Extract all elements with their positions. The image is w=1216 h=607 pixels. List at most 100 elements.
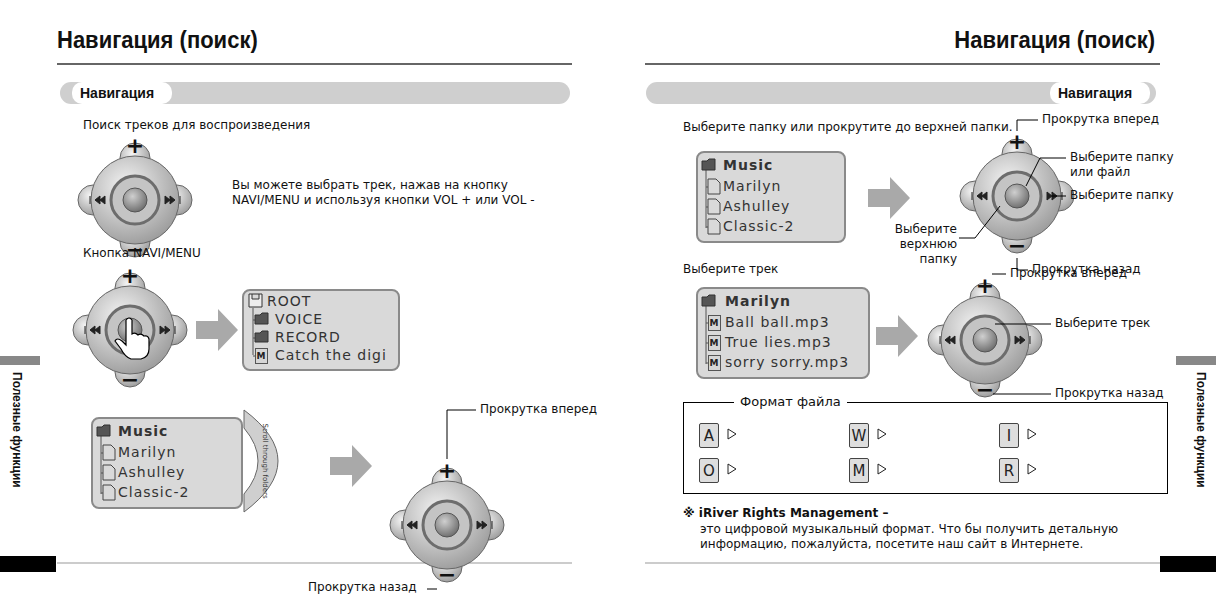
screen-line: Marilyn (723, 178, 781, 195)
next-symbol (160, 326, 175, 334)
screen-line: Music (723, 157, 773, 174)
leader-line (1052, 196, 1066, 197)
node-text: A (700, 424, 718, 447)
flow-arrow (196, 309, 238, 351)
play-triangle (728, 464, 736, 474)
note-heading: ※ iRiver Rights Management – (683, 506, 888, 521)
leader-label: Прокрутка вперед (480, 402, 597, 417)
control-pad (86, 286, 174, 374)
play-triangle (1028, 429, 1036, 439)
drawing (101, 436, 102, 494)
lcd-frame (697, 288, 869, 378)
lcd-screen: ROOTVOICERECORDCatch the digiM (243, 290, 399, 370)
pad-knob (123, 188, 147, 212)
section-tab: Навигация (1050, 82, 1150, 104)
pad-ring (423, 501, 471, 549)
leader-label: Выберите папку (1070, 188, 1174, 203)
flow-arrow (330, 445, 372, 487)
side-tab (0, 356, 40, 365)
file-icon (708, 219, 720, 234)
side-tab-text: Полезные функции (1193, 372, 1208, 488)
node-text: M (709, 316, 720, 330)
file-icon (103, 465, 115, 480)
drawing (706, 170, 707, 228)
pad-knob (1005, 184, 1029, 208)
folder-icon (255, 313, 268, 324)
file-icon: M (708, 315, 721, 331)
step-caption: Выберите трек (683, 262, 778, 277)
play-triangle (878, 429, 886, 439)
lcd-frame (243, 290, 399, 370)
button-minus: − (120, 370, 140, 390)
button-plus: + (125, 136, 145, 156)
instruction-text: Выберите папку или прокрутите до верхней… (683, 120, 1013, 135)
screen-line: Ashulley (723, 198, 790, 215)
pad-ring (961, 316, 1009, 364)
next-symbol (165, 196, 180, 204)
note-text: это цифровой музыкальный формат. Что бы … (700, 522, 1150, 552)
file-icon (708, 199, 720, 214)
play-triangle (728, 429, 736, 439)
node-text: I (1000, 424, 1018, 447)
leader-label: Прокрутка вперед (1042, 112, 1159, 127)
lcd-screen: MarilynBall ball.mp3True lies.mp3sorry s… (697, 288, 869, 378)
format-icon: O (699, 458, 719, 483)
pad-knob (973, 328, 997, 352)
leader-line (995, 324, 1051, 325)
format-icon: R (999, 458, 1019, 483)
leader-line (992, 274, 1006, 275)
screen-line: True lies.mp3 (725, 334, 832, 351)
format-icon: I (999, 423, 1019, 448)
leader-label: Выберите верхнюю папку (862, 222, 957, 267)
play-triangle (878, 464, 886, 474)
node-text: O (700, 459, 718, 482)
file-icon: M (708, 335, 721, 351)
folder-icon (702, 159, 715, 170)
footer-rule (57, 563, 572, 564)
intro-text: Поиск треков для воспроизведения (83, 118, 310, 133)
prev-symbol (972, 192, 987, 200)
leader-label: Выберите папку или файл (1070, 150, 1180, 180)
box-heading: Формат файла (734, 394, 847, 410)
leader-label: Прокрутка вперед (1010, 266, 1127, 281)
node-text: Навигация (1058, 85, 1132, 101)
side-tab (1176, 356, 1216, 365)
folder-icon (97, 425, 110, 436)
node-text: R (1000, 459, 1018, 482)
leader-label: Прокрутка назад (308, 580, 417, 595)
format-icon: M (849, 458, 869, 483)
screen-line: Ashulley (118, 464, 185, 481)
file-icon: M (708, 355, 721, 371)
screen-line: Ball ball.mp3 (725, 314, 830, 331)
control-pad (91, 156, 179, 244)
node-text: M (709, 356, 720, 370)
leader-line (447, 410, 476, 459)
button-minus: − (1007, 236, 1027, 256)
pad-knob (435, 513, 459, 537)
next-symbol (477, 521, 492, 529)
heading-rule (645, 63, 1160, 65)
button-minus: − (437, 565, 457, 585)
file-icon: M (255, 348, 268, 364)
next-symbol (1015, 336, 1030, 344)
node-text: M (709, 336, 720, 350)
screen-line: Classic-2 (118, 484, 189, 501)
hand-pointer (115, 318, 149, 359)
lcd-screen: MusicMarilynAshulleyClassic-2 (697, 152, 845, 242)
node-text: Навигация (80, 85, 154, 101)
button-caption: Кнопка NAVI/MENU (83, 246, 201, 261)
section-tab: Навигация (72, 82, 172, 104)
play-triangle (1028, 464, 1036, 474)
scroll-band (244, 410, 278, 512)
screen-line: VOICE (275, 311, 323, 328)
prev-symbol (940, 336, 955, 344)
leader-line (1026, 158, 1066, 186)
file-icon (708, 179, 720, 194)
screen-line: ROOT (267, 293, 311, 310)
screen-line: Music (118, 423, 168, 440)
format-icon: A (699, 423, 719, 448)
drawing (253, 308, 254, 355)
leader-line (959, 206, 1000, 238)
leader-label: Прокрутка назад (1055, 386, 1164, 401)
leader-line (993, 394, 1051, 395)
